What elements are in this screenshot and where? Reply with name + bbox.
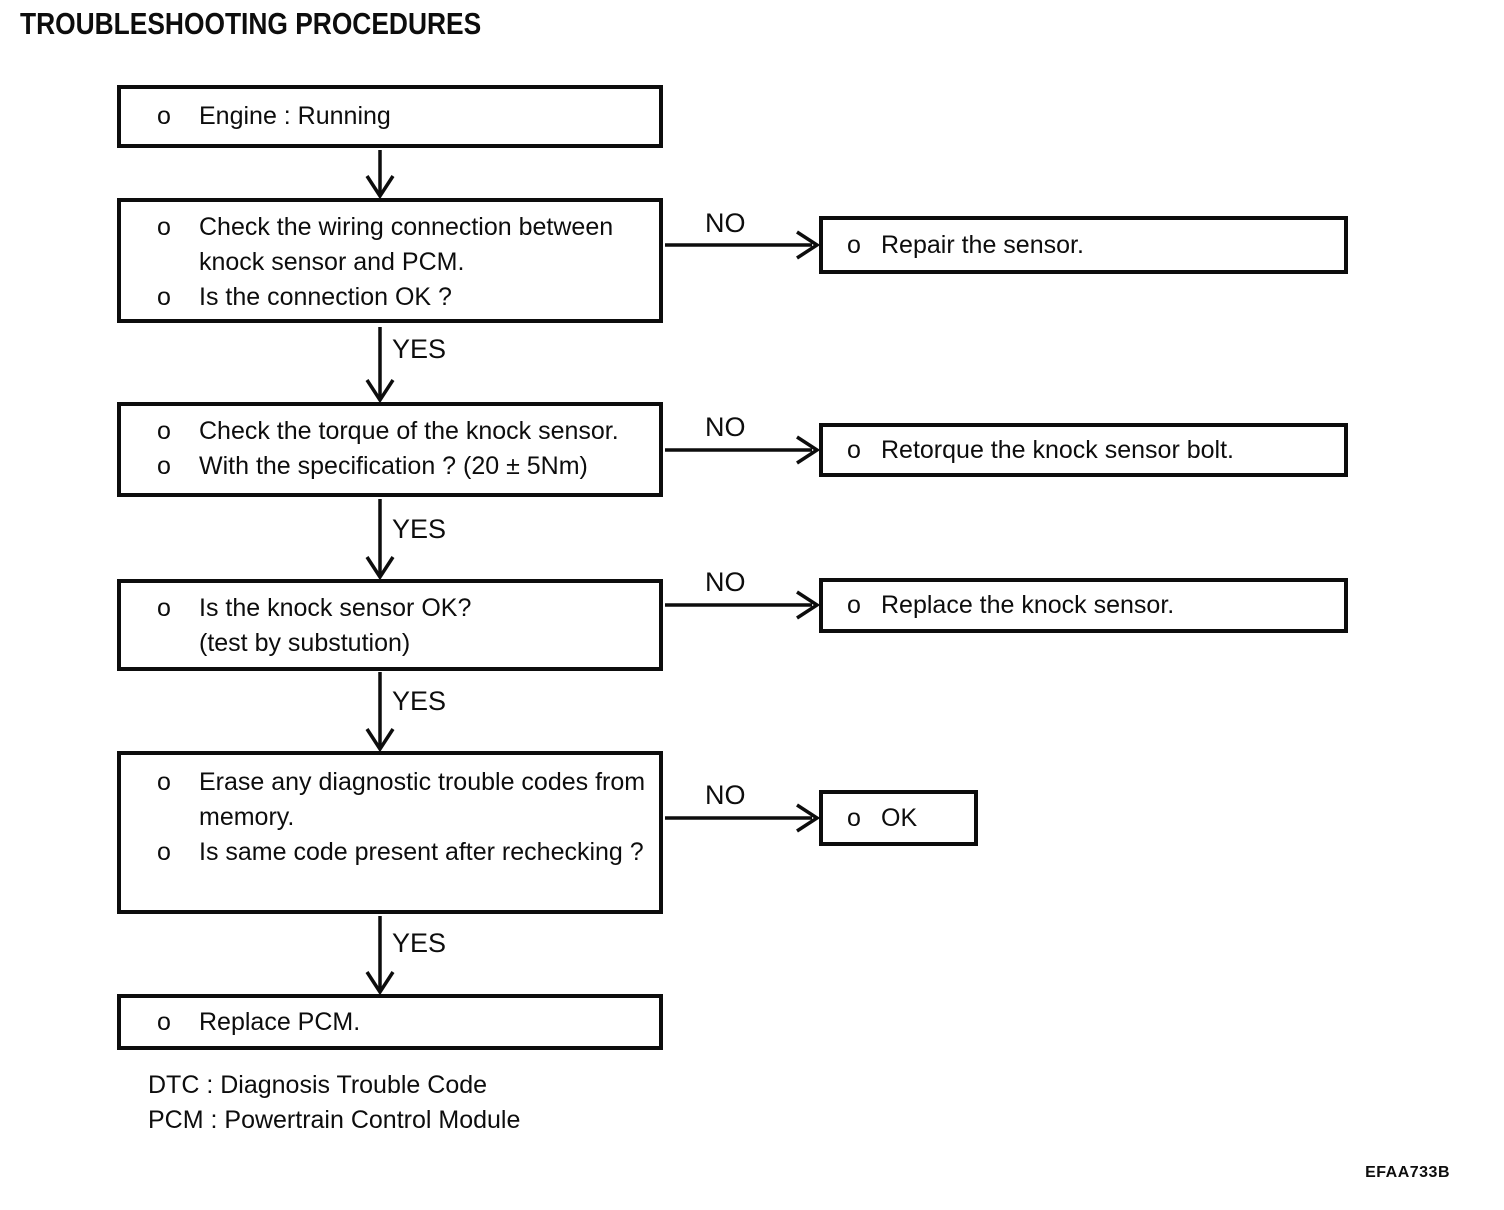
no-label-2: NO: [705, 412, 746, 442]
list-item: o Replace the knock sensor.: [823, 588, 1344, 623]
list-item: o Check the torque of the knock sensor.: [121, 414, 659, 449]
result-text: Repair the sensor.: [881, 230, 1084, 259]
step-text: Erase any diagnostic trouble codes from …: [199, 768, 646, 831]
flow-box-ok: o OK: [819, 790, 978, 846]
step-text: Check the wiring connection between knoc…: [199, 213, 614, 276]
no-label-1: NO: [705, 208, 746, 238]
bullet-icon: o: [157, 283, 171, 311]
flow-box-replace-pcm: o Replace PCM.: [117, 994, 663, 1050]
list-item: o Retorque the knock sensor bolt.: [823, 433, 1344, 468]
flow-box-repair-sensor: o Repair the sensor.: [819, 216, 1348, 274]
flow-box-erase-codes: o Erase any diagnostic trouble codes fro…: [117, 751, 663, 914]
list-item: o Is the connection OK ?: [121, 280, 659, 315]
step-text-continuation: (test by substution): [199, 629, 411, 657]
flow-box-check-wiring: o Check the wiring connection between kn…: [117, 198, 663, 323]
step-text: Is the knock sensor OK?: [199, 594, 472, 622]
arrowhead-down-5: [365, 971, 395, 996]
arrowhead-right-2: [796, 435, 821, 465]
arrowhead-right-1: [796, 230, 821, 260]
bullet-icon: o: [847, 591, 861, 619]
bullet-icon: o: [157, 838, 171, 866]
flow-box-knock-sensor-ok: o Is the knock sensor OK? (test by subst…: [117, 579, 663, 671]
list-item: o Check the wiring connection between kn…: [121, 210, 659, 280]
list-item: o OK: [823, 801, 974, 836]
arrowhead-down-1: [365, 175, 395, 200]
list-item: o Replace PCM.: [121, 1005, 659, 1040]
page-title: TROUBLESHOOTING PROCEDURES: [20, 6, 482, 41]
arrowhead-right-3: [796, 590, 821, 620]
list-item: o Repair the sensor.: [823, 228, 1344, 263]
flow-box-engine-running: o Engine : Running: [117, 85, 663, 148]
bullet-icon: o: [157, 1007, 171, 1036]
arrowhead-down-3: [365, 556, 395, 581]
bullet-icon: o: [157, 417, 171, 445]
no-label-4: NO: [705, 780, 746, 810]
list-item: o Engine : Running: [121, 99, 659, 134]
result-text: OK: [881, 803, 918, 832]
bullet-icon: o: [847, 803, 861, 832]
list-item: o Is the knock sensor OK?: [121, 591, 659, 626]
yes-label-4: YES: [392, 928, 447, 958]
yes-label-3: YES: [392, 686, 447, 716]
flow-box-replace-knock-sensor: o Replace the knock sensor.: [819, 578, 1348, 633]
result-text: Replace the knock sensor.: [881, 591, 1175, 619]
abbreviation-notes: DTC : Diagnosis Trouble Code PCM : Power…: [148, 1068, 520, 1138]
flow-box-retorque-bolt: o Retorque the knock sensor bolt.: [819, 423, 1348, 477]
bullet-icon: o: [157, 594, 171, 622]
bullet-icon: o: [847, 230, 861, 259]
note-pcm: PCM : Powertrain Control Module: [148, 1106, 521, 1134]
arrowhead-down-4: [365, 728, 395, 753]
step-text: With the specification ? (20 ± 5Nm): [199, 452, 588, 480]
bullet-icon: o: [157, 768, 171, 796]
bullet-icon: o: [157, 213, 171, 241]
flow-box-check-torque: o Check the torque of the knock sensor. …: [117, 402, 663, 497]
figure-code: EFAA733B: [1365, 1164, 1450, 1181]
list-item: o With the specification ? (20 ± 5Nm): [121, 449, 659, 484]
arrowhead-right-4: [796, 803, 821, 833]
step-text: Replace PCM.: [199, 1007, 361, 1036]
bullet-icon: o: [157, 452, 171, 480]
bullet-icon: o: [847, 435, 861, 464]
yes-label-1: YES: [392, 334, 447, 364]
step-text: Is same code present after rechecking ?: [199, 838, 644, 866]
list-item: o Erase any diagnostic trouble codes fro…: [121, 765, 659, 835]
yes-label-2: YES: [392, 514, 447, 544]
step-text: Is the connection OK ?: [199, 283, 452, 311]
bullet-icon: o: [157, 102, 171, 130]
note-dtc: DTC : Diagnosis Trouble Code: [148, 1071, 488, 1099]
list-item: o Is same code present after rechecking …: [121, 835, 659, 870]
arrowhead-down-2: [365, 379, 395, 404]
result-text: Retorque the knock sensor bolt.: [881, 435, 1234, 464]
step-text: Check the torque of the knock sensor.: [199, 417, 619, 445]
step-text: Engine : Running: [199, 102, 391, 130]
no-label-3: NO: [705, 567, 746, 597]
